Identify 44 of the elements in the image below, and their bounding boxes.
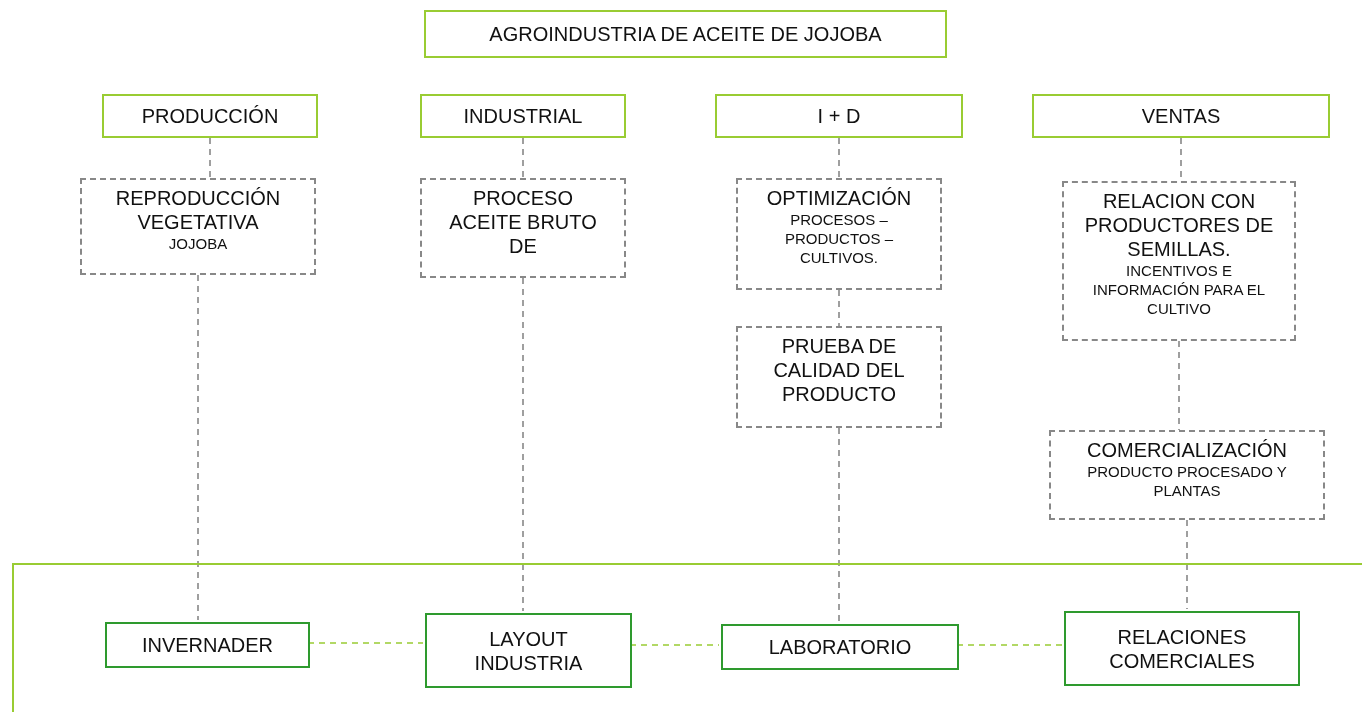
facility-box — [1064, 611, 1300, 686]
node-label: LABORATORIO — [767, 635, 913, 659]
department-box — [102, 94, 318, 138]
task-box — [1049, 430, 1325, 520]
task-box — [736, 178, 942, 290]
connector-line — [838, 137, 840, 179]
connector-line — [1178, 340, 1180, 431]
node-label: INVERNADER — [140, 633, 275, 657]
task-box — [1062, 181, 1296, 341]
task-box — [80, 178, 316, 275]
connector-line — [522, 137, 524, 179]
node-label: RELACION CON PRODUCTORES DE SEMILLAS. — [1083, 189, 1275, 261]
connector-line — [1186, 519, 1188, 610]
connector-line — [838, 427, 840, 623]
node-label: REPRODUCCIÓN VEGETATIVA — [114, 186, 282, 234]
facility-box — [105, 622, 310, 668]
task-box — [420, 178, 626, 278]
node-label: LAYOUT INDUSTRIA — [473, 626, 584, 675]
section-frame — [12, 563, 1362, 712]
node-label: PRODUCCIÓN — [140, 104, 280, 128]
node-label: PRUEBA DE CALIDAD DEL PRODUCTO — [772, 334, 906, 406]
facility-box — [425, 613, 632, 688]
facility-box — [721, 624, 959, 670]
title-box — [424, 10, 947, 58]
node-label: PRODUCTO PROCESADO Y PLANTAS — [1086, 462, 1288, 500]
node-label: RELACIONES COMERCIALES — [1108, 624, 1256, 673]
node-label: INCENTIVOS E INFORMACIÓN PARA EL CULTIVO — [1091, 261, 1267, 318]
node-label: PROCESOS – PRODUCTOS – CULTIVOS. — [783, 210, 895, 267]
connector-line — [838, 289, 840, 327]
node-label: I + D — [816, 104, 862, 128]
node-label: COMERCIALIZACIÓN — [1086, 438, 1288, 462]
node-label: JOJOBA — [167, 234, 229, 253]
node-label: INDUSTRIAL — [462, 104, 584, 128]
connector-line — [209, 137, 211, 179]
node-label: PROCESO ACEITE BRUTO DE — [448, 186, 598, 258]
node-label: AGROINDUSTRIA DE ACEITE DE JOJOBA — [488, 22, 883, 46]
node-label: OPTIMIZACIÓN — [765, 186, 913, 210]
task-box — [736, 326, 942, 428]
connector-line — [197, 274, 199, 621]
department-box — [420, 94, 626, 138]
department-box — [715, 94, 963, 138]
connector-line — [522, 277, 524, 612]
department-box — [1032, 94, 1330, 138]
node-label: VENTAS — [1140, 104, 1222, 128]
